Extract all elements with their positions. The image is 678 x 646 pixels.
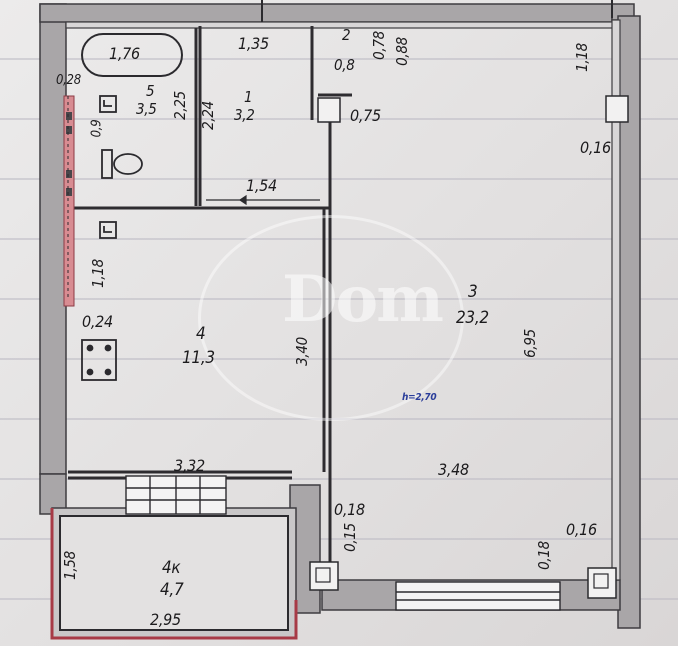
dim-bath-gap: 0,9	[89, 119, 105, 138]
closet-area: 0,8	[334, 56, 355, 74]
stove-fixture	[81, 339, 117, 381]
closet-post	[317, 97, 341, 123]
kitchen-number: 4	[196, 324, 206, 344]
balcony-number: 4к	[162, 558, 181, 578]
column-right	[587, 567, 617, 599]
dim-closet-width: 0,75	[350, 106, 381, 125]
dim-col-right-a: 0,18	[534, 541, 553, 570]
hall-area: 3,2	[234, 106, 255, 124]
living-number: 3	[468, 282, 478, 302]
dim-closet-b: 0,88	[392, 37, 411, 66]
dim-col-right-b: 0,16	[566, 520, 597, 539]
dim-col-left-b: 0,15	[340, 523, 359, 552]
dim-balcony-width: 2,95	[150, 610, 181, 629]
bathtub-size: 1,76	[109, 44, 140, 63]
ceiling-height: h=2,70	[402, 392, 437, 403]
wall-top	[39, 3, 613, 23]
toilet-fixture	[113, 153, 143, 175]
dim-bath-wall: 0,28	[56, 73, 81, 88]
dim-kitchen-side: 1,18	[88, 259, 107, 288]
right-post	[605, 95, 629, 123]
wall-top-inner	[65, 21, 615, 29]
sink-fixture	[99, 95, 117, 113]
dim-closet-a: 0,78	[369, 31, 388, 60]
bathroom-area: 3,5	[136, 100, 157, 118]
dim-kitchen-height: 3,40	[292, 337, 311, 366]
dim-bath-height: 2,25	[170, 91, 189, 120]
balcony-area: 4,7	[160, 580, 184, 600]
dim-hall-height: 2,24	[198, 101, 217, 130]
dim-col-left-a: 0,18	[334, 500, 365, 519]
watermark-ring	[198, 215, 464, 421]
window-living	[395, 581, 561, 611]
dim-hall-width: 1,35	[238, 34, 269, 53]
bathroom-wall-highlight	[63, 95, 75, 307]
watermark-logo: Dom	[282, 262, 444, 337]
kitchen-sink-fixture	[99, 221, 117, 239]
balcony-inner	[59, 515, 289, 631]
dim-kitchen-width: 3,32	[174, 456, 205, 475]
dim-right-top: 1,18	[572, 43, 591, 72]
kitchen-area: 11,3	[182, 348, 215, 368]
bathtub-outline	[81, 33, 183, 77]
dim-right-wall: 0,16	[580, 138, 611, 157]
column-left	[309, 561, 339, 591]
hall-number: 1	[244, 88, 253, 106]
dim-corridor: 1,54	[246, 176, 277, 195]
dim-balcony-height: 1,58	[60, 551, 79, 580]
closet-number: 2	[342, 26, 351, 44]
window-balcony	[125, 475, 227, 515]
dim-living-width: 3,48	[438, 460, 469, 479]
dim-living-height: 6,95	[520, 329, 539, 358]
dim-kitchen-wall: 0,24	[82, 312, 113, 331]
wall-left	[39, 3, 67, 475]
living-area: 23,2	[456, 308, 489, 328]
bathroom-number: 5	[146, 82, 155, 100]
